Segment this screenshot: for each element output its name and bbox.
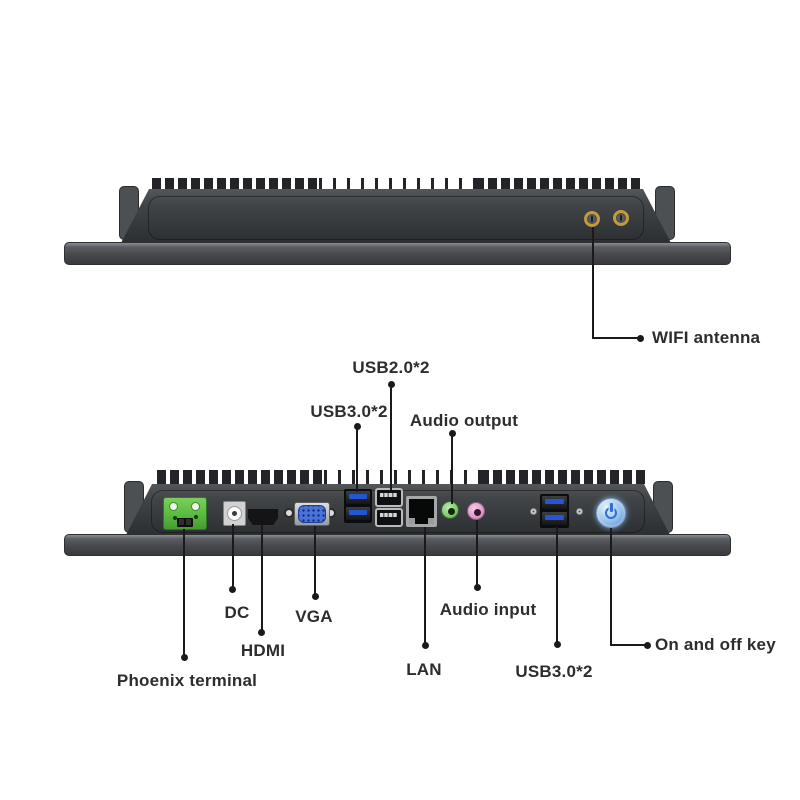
front-bezel-bottom-view xyxy=(64,534,731,556)
leader-dot-lan xyxy=(422,642,429,649)
leader-line-audio-input xyxy=(476,520,478,587)
usb3-tongue xyxy=(545,499,564,504)
usb2-tongue xyxy=(380,493,397,497)
usb3-port-stack-right xyxy=(540,494,569,528)
label-vga: VGA xyxy=(295,607,333,626)
leader-dot-power xyxy=(644,642,651,649)
leader-line-usb3-top xyxy=(356,428,358,492)
terminal-pin-hole xyxy=(194,515,198,519)
leader-line-usb3-bottom xyxy=(556,527,558,644)
leader-dot-hdmi xyxy=(258,629,265,636)
leader-dot-audio-input xyxy=(474,584,481,591)
fin-segment xyxy=(157,470,324,484)
audio-output-jack xyxy=(441,501,459,519)
heatsink-fins xyxy=(152,178,642,191)
phoenix-terminal-port xyxy=(163,497,207,530)
heatsink-fins xyxy=(157,470,647,484)
wifi-antenna-connector-1 xyxy=(584,211,600,227)
label-audio-input: Audio input xyxy=(439,600,537,619)
usb3-tongue xyxy=(349,510,367,515)
front-bezel-top-view xyxy=(64,242,731,265)
usb2-tongue xyxy=(380,513,397,517)
leader-line-hdmi xyxy=(261,525,263,632)
leader-line-usb2 xyxy=(390,386,392,490)
panel-screw xyxy=(530,508,537,515)
fin-segment xyxy=(323,470,481,484)
label-audio-output: Audio output xyxy=(409,411,519,430)
device-back-cover xyxy=(121,189,671,243)
leader-line-audio-output xyxy=(451,436,453,504)
leader-line-wifi xyxy=(592,337,640,339)
terminal-screw-hole xyxy=(191,502,200,511)
label-on-off-key: On and off key xyxy=(655,635,776,654)
fin-segment xyxy=(480,470,647,484)
dc-jack-pin-hole xyxy=(232,511,237,516)
power-button xyxy=(596,498,626,528)
leader-dot-usb3-bottom xyxy=(554,641,561,648)
leader-dot-usb3-top xyxy=(354,423,361,430)
power-icon-bar xyxy=(609,503,613,512)
label-lan: LAN xyxy=(406,660,442,679)
usb2-port xyxy=(375,488,403,507)
usb2-port xyxy=(375,508,403,527)
fin-segment xyxy=(318,178,476,191)
leader-line-vga xyxy=(314,526,316,596)
usb3-port-stack-left xyxy=(344,489,372,523)
leader-line-wifi xyxy=(592,227,594,339)
label-wifi-antenna: WIFI antenna xyxy=(652,328,761,347)
jack-hole xyxy=(473,508,481,516)
fin-segment xyxy=(152,178,319,191)
rj45-shoulder xyxy=(428,518,434,524)
label-usb2: USB2.0*2 xyxy=(352,358,430,377)
terminal-pin-hole xyxy=(173,516,177,520)
back-cover-seam xyxy=(148,196,644,240)
dc-power-jack xyxy=(223,501,246,526)
label-dc: DC xyxy=(224,603,250,622)
usb3-tongue xyxy=(545,515,564,520)
label-phoenix-terminal: Phoenix terminal xyxy=(116,671,258,690)
wifi-antenna-connector-2 xyxy=(613,210,629,226)
panel-screw xyxy=(576,508,583,515)
terminal-screw-hole xyxy=(169,502,178,511)
jack-hole xyxy=(447,507,455,515)
usb3-tongue xyxy=(349,494,367,499)
leader-line-power xyxy=(610,644,647,646)
audio-input-jack xyxy=(467,502,485,520)
lan-rj45-port xyxy=(406,496,437,527)
terminal-wire-slot xyxy=(177,518,193,527)
vga-dsub-insert xyxy=(298,505,326,523)
fin-segment xyxy=(475,178,642,191)
rj45-shoulder xyxy=(409,518,415,524)
leader-dot-dc xyxy=(229,586,236,593)
leader-dot-audio-output xyxy=(449,430,456,437)
leader-dot-phoenix xyxy=(181,654,188,661)
vga-screw-left xyxy=(284,508,294,518)
leader-line-phoenix xyxy=(183,529,185,657)
leader-dot-usb2 xyxy=(388,381,395,388)
hdmi-port xyxy=(248,509,278,525)
leader-dot-vga xyxy=(312,593,319,600)
leader-dot-wifi xyxy=(637,335,644,342)
leader-line-lan xyxy=(424,527,426,645)
label-hdmi: HDMI xyxy=(240,641,286,660)
label-usb3-bottom: USB3.0*2 xyxy=(515,662,593,681)
leader-line-power xyxy=(610,528,612,646)
leader-line-dc xyxy=(232,524,234,589)
label-usb3-top: USB3.0*2 xyxy=(310,402,388,421)
